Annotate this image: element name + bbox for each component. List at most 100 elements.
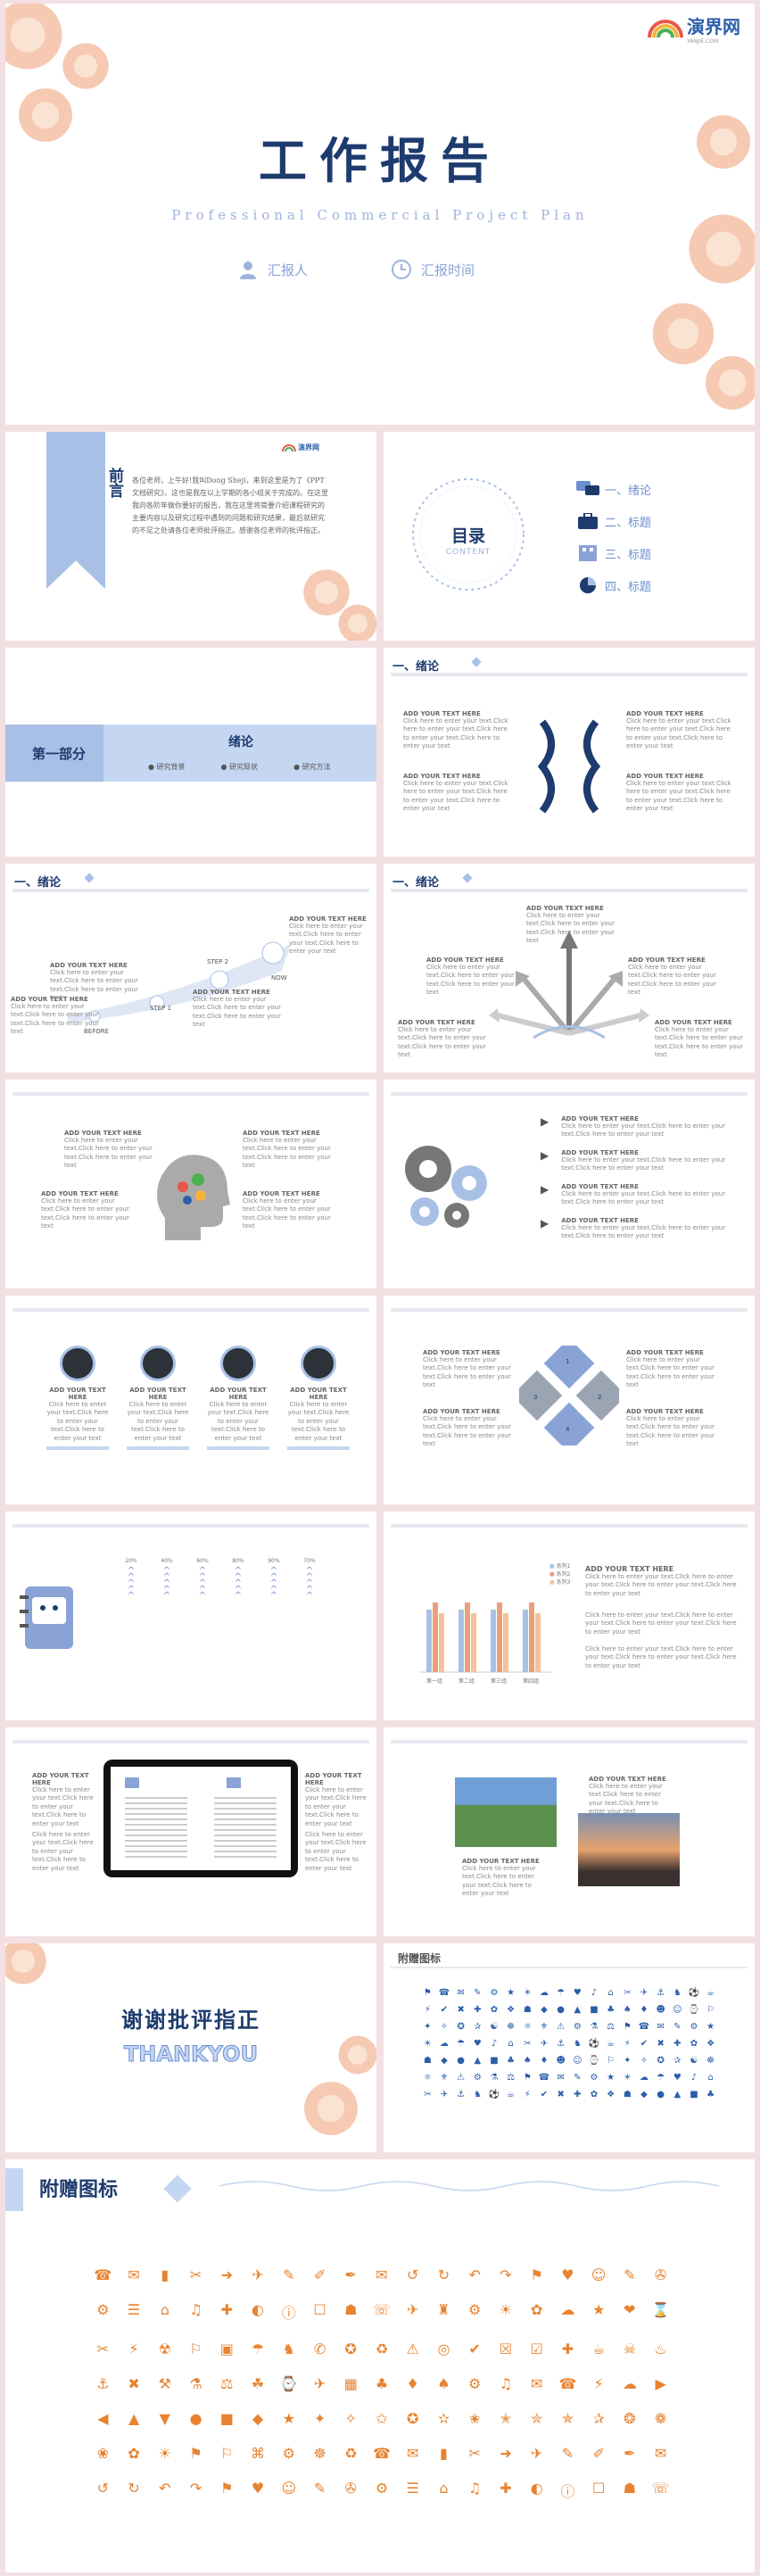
glyph-icon: ☁ (622, 2375, 637, 2392)
glyph-icon: ♻ (375, 2340, 389, 2357)
glyph-icon: ▶ (655, 2375, 666, 2392)
glyph-icon: ☎ (538, 2073, 550, 2083)
glyph-icon: ✚ (220, 2301, 233, 2318)
glyph-icon: ♜ (437, 2301, 450, 2318)
glyph-icon: ⚠ (557, 2022, 566, 2032)
glyph-icon: ❖ (507, 2005, 516, 2015)
glyph-icon: ⚡ (524, 2090, 531, 2100)
time-block: 汇报时间 (391, 259, 475, 280)
play-icon: ▶ (541, 1217, 549, 1230)
glyph-icon: ⚓ (657, 1988, 665, 1998)
glyph-icon: ↻ (128, 2480, 140, 2497)
toc-list: 一、绪论 二、标题 三、标题 四、标题 (576, 473, 651, 601)
glyph-icon: ✩ (376, 2410, 388, 2427)
glyph-icon: ✪ (657, 2056, 665, 2066)
glyph-icon: ⚓ (557, 2039, 566, 2049)
text-block: Click here to enter your text.Click here… (305, 1831, 367, 1872)
glyph-icon: ⚐ (220, 2445, 234, 2462)
glyph-icon: ⚓ (457, 2090, 466, 2100)
toc-item-4[interactable]: 四、标题 (576, 569, 651, 601)
section-title: 一、绪论 (14, 876, 62, 890)
glyph-icon: ★ (591, 2301, 606, 2318)
glyph-icon: ♫ (499, 2375, 513, 2392)
gears-icon (405, 1146, 487, 1228)
text-block: Click here to enter your text.Click here… (32, 1831, 94, 1872)
glyph-icon: ♞ (473, 2090, 482, 2100)
glyph-icon: ■ (219, 2410, 234, 2427)
category-label: 第二组 (458, 1677, 475, 1685)
glyph-icon: ♪ (690, 2073, 698, 2083)
glyph-icon: ♦ (406, 2375, 419, 2392)
glyph-icon: ✂ (424, 2090, 432, 2100)
toc-item-1[interactable]: 一、绪论 (576, 473, 651, 505)
toc-title: 目录 (450, 526, 485, 546)
slide-header: 一、绪论 (384, 864, 755, 892)
glyph-icon: ⚙ (473, 2073, 482, 2083)
glyph-icon: ✉ (530, 2375, 543, 2392)
legend-entry: ■ 系列1 (549, 1563, 571, 1570)
glyph-icon: ✖ (128, 2375, 140, 2392)
bar (503, 1613, 508, 1672)
percent-label: 60% (196, 1558, 209, 1564)
glyph-icon: ☒ (499, 2340, 513, 2357)
bar-chart: 第一组第二组第三组第四组 (419, 1603, 551, 1685)
chevron-stack-icon: ^ ^ ^ ^ ^ (269, 1566, 278, 1601)
glyph-icon: ☂ (457, 2039, 466, 2049)
glyph-icon: ● (657, 2090, 665, 2100)
glyph-icon: ⚜ (440, 2073, 449, 2083)
glyph-icon: ⚐ (189, 2340, 202, 2357)
percent-label: 20% (125, 1558, 137, 1564)
glyph-icon: ☕ (507, 2090, 516, 2100)
header-line (391, 1524, 748, 1528)
glyph-icon: ✔ (468, 2340, 481, 2357)
image-icon (227, 1777, 241, 1788)
chat-icon (576, 481, 599, 495)
glyph-icon: ⚑ (523, 2073, 532, 2083)
header-line (12, 1740, 369, 1744)
glyph-icon: ▣ (219, 2340, 234, 2357)
percent-column: 70%^ ^ ^ ^ ^ (300, 1558, 319, 1601)
reporter-label: 汇报人 (268, 261, 309, 278)
glyph-icon: ♥ (473, 2039, 482, 2049)
flower-decoration (14, 84, 77, 146)
toc-item-2[interactable]: 二、标题 (576, 505, 651, 537)
glyph-icon: ☸ (706, 2056, 715, 2066)
glyph-icon: ⚛ (523, 2022, 532, 2032)
glyph-icon: ✎ (283, 2266, 295, 2283)
header-line (12, 1524, 369, 1528)
wave-line (219, 2181, 720, 2191)
legend-entry: ■ 系列3 (549, 1579, 571, 1586)
percent-column: 90%^ ^ ^ ^ ^ (264, 1558, 284, 1601)
rainbow-icon (648, 20, 683, 38)
glyph-icon: ⚙ (573, 2022, 582, 2032)
diamond-icon (462, 873, 473, 883)
glyph-icon: ♠ (623, 2005, 632, 2015)
glyph-icon: ⚑ (530, 2266, 543, 2283)
glyph-icon: ⓘ (560, 2483, 575, 2500)
toc-item-3[interactable]: 三、标题 (576, 537, 651, 569)
photo-circle (220, 1346, 256, 1381)
orange-icons-slide: 附赠图标 ☎✉▮✂➜✈✎✐✒✉↺↻↶↷⚑♥☺✎✇⚙☰⌂♫✚◐ⓘ☐☗☏✈♜⚙☀✿☁… (5, 2159, 755, 2572)
flower-decoration (300, 2077, 362, 2140)
glyph-icon: ☀ (423, 2039, 432, 2049)
glyph-icon: ⌛ (651, 2301, 670, 2318)
glyph-icon: ★ (282, 2410, 295, 2427)
glyph-icon: ★ (706, 2022, 715, 2032)
toc-item-label: 三、标题 (605, 548, 652, 562)
glyph-icon: ↶ (468, 2266, 481, 2283)
person-icon (240, 261, 256, 279)
glyph-icon: ✦ (624, 2056, 632, 2066)
glyph-icon: ☗ (623, 2090, 632, 2100)
header-line (391, 1092, 748, 1096)
glyph-icon: ⌂ (508, 2039, 514, 2049)
glyph-icon: ➜ (500, 2445, 512, 2462)
